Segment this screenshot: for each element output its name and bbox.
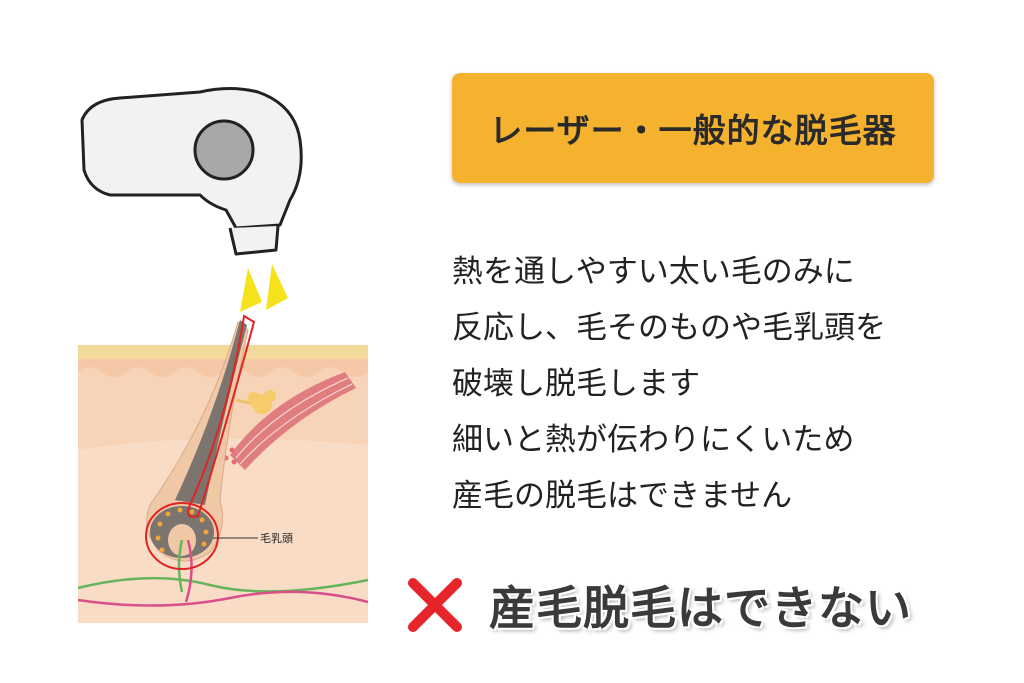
nerves-and-vessels xyxy=(77,539,369,607)
verdict-row: 産毛脱毛はできない xyxy=(405,570,912,640)
sebaceous-gland xyxy=(235,390,276,414)
description: 熱を通しやすい太い毛のみに 反応し、毛そのものや毛乳頭を 破壊し脱毛します 細い… xyxy=(452,244,1012,524)
description-line: 細いと熱が伝わりにくいため xyxy=(452,422,855,458)
hair-follicle xyxy=(146,320,249,562)
arrector-muscle xyxy=(223,372,356,470)
laser-beam xyxy=(240,264,288,312)
hair-removal-illustration xyxy=(77,87,369,623)
description-line: 反応し、毛そのものや毛乳頭を xyxy=(452,310,886,346)
description-line: 破壊し脱毛します xyxy=(452,366,700,402)
title: レーザー・一般的な脱毛器 xyxy=(489,111,897,150)
title-banner: レーザー・一般的な脱毛器 xyxy=(452,73,934,183)
papilla-dots xyxy=(155,507,209,553)
description-line: 産毛の脱毛はできません xyxy=(452,478,793,514)
verdict-text: 産毛脱毛はできない xyxy=(489,581,912,635)
description-line: 熱を通しやすい太い毛のみに xyxy=(452,254,855,290)
heat-target-highlight xyxy=(145,314,256,570)
papilla-label: 毛乳頭 xyxy=(260,532,293,545)
hair-removal-device-icon xyxy=(80,87,303,256)
cross-icon xyxy=(408,578,462,632)
